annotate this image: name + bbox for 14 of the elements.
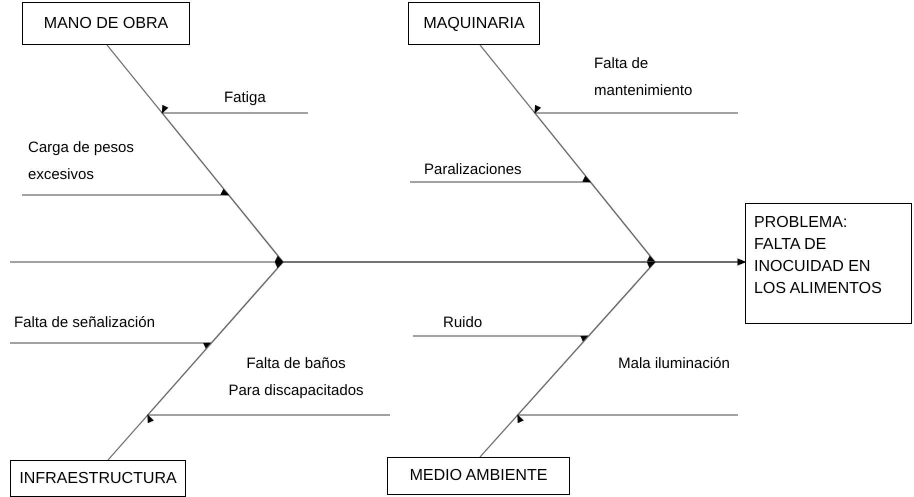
cause-text: Falta de señalización xyxy=(14,313,156,333)
category-box: MEDIO AMBIENTE xyxy=(387,457,570,495)
cause-text: Ruido xyxy=(443,313,484,333)
cause-text: Fatiga xyxy=(224,88,267,108)
category-box: INFRAESTRUCTURA xyxy=(10,460,186,497)
problem-box: PROBLEMA: FALTA DE INOCUIDAD EN LOS ALIMENTOS xyxy=(745,203,912,324)
cause-text: Falta de baños Para discapacitados xyxy=(227,354,365,401)
cause-text: Paralizaciones xyxy=(424,160,523,180)
category-box: MANO DE OBRA xyxy=(22,2,190,45)
arrow xyxy=(516,258,745,423)
cause-text: Mala iluminación xyxy=(617,354,731,374)
cause-text: Carga de pesos excesivos xyxy=(28,138,135,185)
category-box: MAQUINARIA xyxy=(408,2,540,45)
cause-text: Falta de mantenimiento xyxy=(594,54,694,101)
